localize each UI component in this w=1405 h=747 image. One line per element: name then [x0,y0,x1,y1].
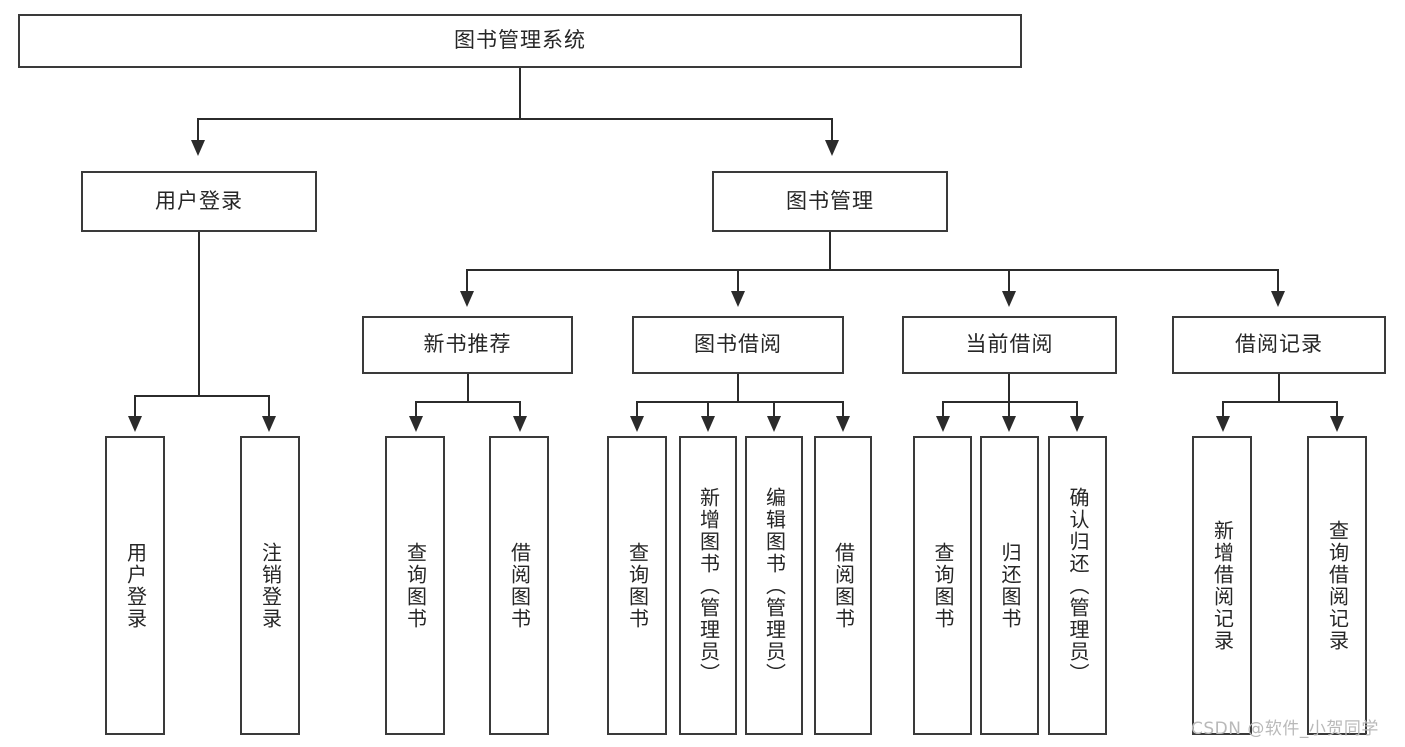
arrowhead-bb-leaf-3 [767,416,781,432]
leaf-edit-book-admin[interactable]: 编辑图书（管理员） [745,436,803,735]
connector-user-login-bus [134,395,270,397]
node-label: 新增借阅记录 [1210,519,1235,652]
leaf-add-borrow-record[interactable]: 新增借阅记录 [1192,436,1252,735]
connector-user-login-branch-1 [134,395,136,418]
leaf-confirm-return-admin[interactable]: 确认归还（管理员） [1048,436,1107,735]
connector-new-book-branch-1 [415,401,417,418]
connector-bb-branch-4 [842,401,844,418]
arrowhead-bb-leaf-1 [630,416,644,432]
leaf-borrow-book-new[interactable]: 借阅图书 [489,436,549,735]
leaf-borrow-book[interactable]: 借阅图书 [814,436,872,735]
node-user-login[interactable]: 用户登录 [81,171,317,232]
arrowhead-bm-to-book-borrow [731,291,745,307]
connector-bm-branch-3 [1008,269,1010,293]
connector-user-login-branch-2 [268,395,270,418]
connector-bb-branch-2 [707,401,709,418]
node-label: 注销登录 [258,541,283,630]
arrowhead-bm-to-current-borrow [1002,291,1016,307]
node-label: 图书管理系统 [454,28,586,53]
node-new-book-recommend[interactable]: 新书推荐 [362,316,573,374]
arrowhead-root-to-book-management [825,140,839,156]
connector-bm-branch-1 [466,269,468,293]
connector-cb-branch-1 [942,401,944,418]
node-root-book-management-system[interactable]: 图书管理系统 [18,14,1022,68]
arrowhead-user-login-leaf-2 [262,416,276,432]
node-current-borrow[interactable]: 当前借阅 [902,316,1117,374]
arrowhead-bm-to-new-book [460,291,474,307]
leaf-user-login[interactable]: 用户登录 [105,436,165,735]
connector-br-branch-1 [1222,401,1224,418]
connector-bb-branch-3 [773,401,775,418]
connector-root-to-book-management [831,118,833,142]
connector-current-borrow-stem [1008,374,1010,402]
connector-new-book-stem [467,374,469,402]
node-book-management[interactable]: 图书管理 [712,171,948,232]
node-label: 新增图书（管理员） [696,486,721,685]
connector-book-management-stem [829,232,831,270]
connector-new-book-branch-2 [519,401,521,418]
node-book-borrow[interactable]: 图书借阅 [632,316,844,374]
arrowhead-br-leaf-1 [1216,416,1230,432]
arrowhead-new-book-leaf-1 [409,416,423,432]
node-label: 归还图书 [998,541,1022,630]
leaf-logout[interactable]: 注销登录 [240,436,300,735]
connector-book-borrow-stem [737,374,739,402]
leaf-return-book[interactable]: 归还图书 [980,436,1039,735]
connector-user-login-stem [198,232,200,396]
arrowhead-new-book-leaf-2 [513,416,527,432]
node-label: 查询图书 [625,541,650,630]
connector-book-management-bus [466,269,1278,271]
connector-current-borrow-bus [942,401,1078,403]
connector-new-book-bus [415,401,521,403]
node-label: 图书管理 [786,188,874,213]
leaf-query-book-new[interactable]: 查询图书 [385,436,445,735]
node-label: 借阅图书 [831,541,856,630]
node-borrow-record[interactable]: 借阅记录 [1172,316,1386,374]
arrowhead-bm-to-borrow-record [1271,291,1285,307]
connector-bb-branch-1 [636,401,638,418]
arrowhead-bb-leaf-2 [701,416,715,432]
connector-br-branch-2 [1336,401,1338,418]
node-label: 用户登录 [155,188,243,213]
node-label: 编辑图书（管理员） [762,486,787,685]
node-label: 查询借阅记录 [1325,519,1350,652]
leaf-add-book-admin[interactable]: 新增图书（管理员） [679,436,737,735]
node-label: 查询图书 [403,541,428,630]
connector-bm-branch-4 [1277,269,1279,293]
leaf-query-book-borrow[interactable]: 查询图书 [607,436,667,735]
connector-borrow-record-bus [1222,401,1338,403]
leaf-query-book-current[interactable]: 查询图书 [913,436,972,735]
connector-cb-branch-2 [1008,401,1010,418]
arrowhead-bb-leaf-4 [836,416,850,432]
node-label: 借阅图书 [507,541,532,630]
connector-borrow-record-stem [1278,374,1280,402]
connector-book-borrow-bus [636,401,844,403]
connector-cb-branch-3 [1076,401,1078,418]
node-label: 用户登录 [123,541,148,630]
connector-root-bus [197,118,833,120]
arrowhead-br-leaf-2 [1330,416,1344,432]
arrowhead-user-login-leaf-1 [128,416,142,432]
node-label: 当前借阅 [965,332,1054,357]
arrowhead-cb-leaf-1 [936,416,950,432]
node-label: 新书推荐 [423,332,512,357]
node-label: 查询图书 [931,541,955,630]
leaf-query-borrow-record[interactable]: 查询借阅记录 [1307,436,1367,735]
node-label: 借阅记录 [1235,332,1323,357]
node-label: 确认归还（管理员） [1066,486,1090,685]
connector-root-to-user-login [197,118,199,142]
arrowhead-root-to-user-login [191,140,205,156]
arrowhead-cb-leaf-3 [1070,416,1084,432]
connector-bm-branch-2 [737,269,739,293]
connector-root-stem [519,68,521,119]
node-label: 图书借阅 [694,332,782,357]
arrowhead-cb-leaf-2 [1002,416,1016,432]
watermark-csdn: CSDN @软件_小贺同学 [1191,719,1379,739]
